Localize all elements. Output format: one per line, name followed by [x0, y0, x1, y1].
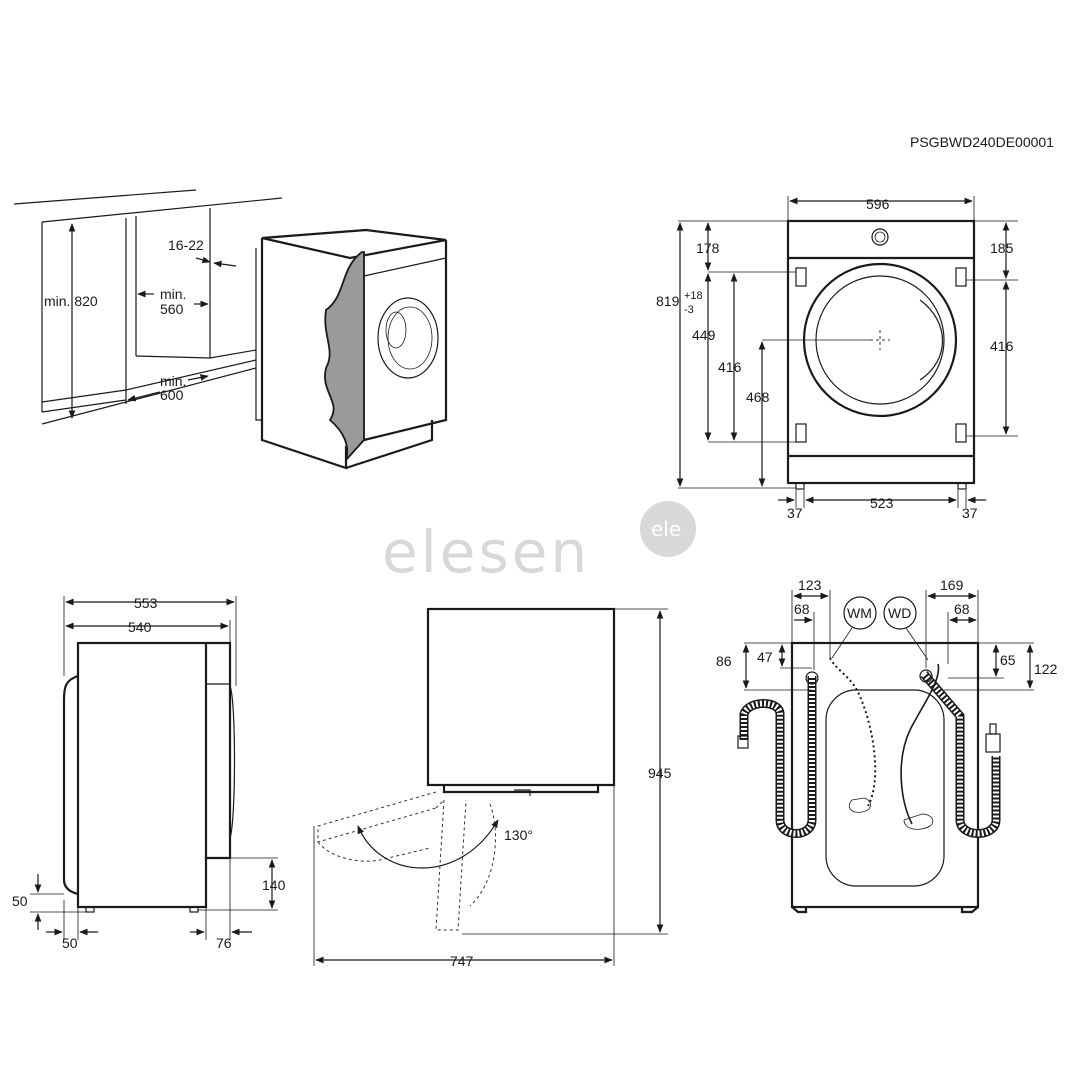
dim-50-vertical: 50 — [12, 893, 28, 909]
gap-label: 16-22 — [168, 237, 204, 253]
dim-819-tol-plus: +18 — [684, 290, 703, 302]
dim-140: 140 — [262, 877, 286, 893]
dim-123: 123 — [798, 577, 822, 593]
dim-178: 178 — [696, 240, 720, 256]
back-view: WM WD 123 68 169 68 86 47 65 — [716, 577, 1058, 914]
dim-65: 65 — [1000, 652, 1016, 668]
dim-540: 540 — [128, 619, 152, 635]
dim-819: 819 — [656, 293, 680, 309]
wm-label: WM — [847, 605, 872, 621]
watermark-logo: elesen ele — [382, 501, 696, 586]
dim-416-right: 416 — [990, 338, 1014, 354]
min-depth-label-2: 560 — [160, 301, 184, 317]
front-view: 596 819 +18 -3 178 449 416 468 185 416 5… — [656, 196, 1018, 521]
dim-47: 47 — [757, 649, 773, 665]
dim-50-horizontal: 50 — [62, 935, 78, 951]
dim-76: 76 — [216, 935, 232, 951]
min-depth-label-1: min. — [160, 286, 186, 302]
dim-523: 523 — [870, 495, 894, 511]
dim-449: 449 — [692, 327, 716, 343]
dim-747: 747 — [450, 953, 474, 969]
min-width-label-2: 600 — [160, 387, 184, 403]
dim-68-left: 68 — [794, 601, 810, 617]
installation-view: min. 820 16-22 min. 560 min. 600 — [13, 189, 448, 470]
dim-37-right: 37 — [962, 505, 978, 521]
dim-169: 169 — [940, 577, 964, 593]
wd-label: WD — [888, 605, 911, 621]
door-opening-view: 130° 945 747 — [313, 607, 672, 969]
dim-819-tol-minus: -3 — [684, 304, 694, 316]
dim-416-left: 416 — [718, 359, 742, 375]
watermark-text: elesen — [382, 518, 590, 586]
side-view: 553 540 50 50 76 140 — [12, 595, 286, 951]
dim-945: 945 — [648, 765, 672, 781]
dim-37-left: 37 — [787, 505, 803, 521]
watermark-badge: ele — [651, 517, 681, 541]
dim-86: 86 — [716, 653, 732, 669]
dim-122: 122 — [1034, 661, 1058, 677]
dim-68-right: 68 — [954, 601, 970, 617]
min-width-label-1: min. — [160, 373, 186, 389]
dim-185: 185 — [990, 240, 1014, 256]
door-angle-label: 130° — [504, 827, 533, 843]
dim-596: 596 — [866, 196, 890, 212]
dim-553: 553 — [134, 595, 158, 611]
dim-468: 468 — [746, 389, 770, 405]
min-height-label: min. 820 — [44, 293, 98, 309]
document-code: PSGBWD240DE00001 — [910, 134, 1054, 150]
